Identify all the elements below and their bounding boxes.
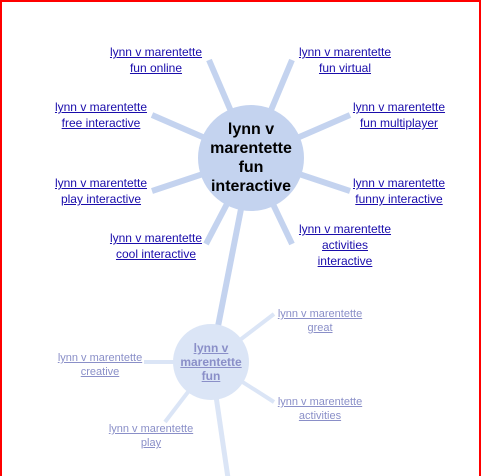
link-cool-interactive[interactable]: lynn v marentette cool interactive	[109, 231, 203, 261]
link-funny-interactive[interactable]: lynn v marentette funny interactive	[352, 176, 446, 206]
link-activities-interactive[interactable]: lynn v marentette activities interactive	[298, 222, 392, 268]
hub-main-label: lynn v marentette fun interactive	[210, 121, 292, 195]
link-play-interactive[interactable]: lynn v marentette play interactive	[54, 176, 148, 206]
hub-sub: lynn v marentette fun	[173, 324, 249, 400]
link-free-interactive[interactable]: lynn v marentette free interactive	[54, 100, 148, 130]
hub-main: lynn v marentette fun interactive	[198, 105, 304, 211]
link-play[interactable]: lynn v marentette play	[108, 423, 194, 449]
link-fun-online[interactable]: lynn v marentette fun online	[109, 45, 203, 75]
link-fun-virtual[interactable]: lynn v marentette fun virtual	[298, 45, 392, 75]
link-creative[interactable]: lynn v marentette creative	[57, 352, 143, 378]
link-activities[interactable]: lynn v marentette activities	[277, 396, 363, 422]
link-great[interactable]: lynn v marentette great	[277, 308, 363, 334]
hub-sub-link[interactable]: lynn v marentette fun	[180, 341, 242, 383]
link-fun-multiplayer[interactable]: lynn v marentette fun multiplayer	[352, 100, 446, 130]
